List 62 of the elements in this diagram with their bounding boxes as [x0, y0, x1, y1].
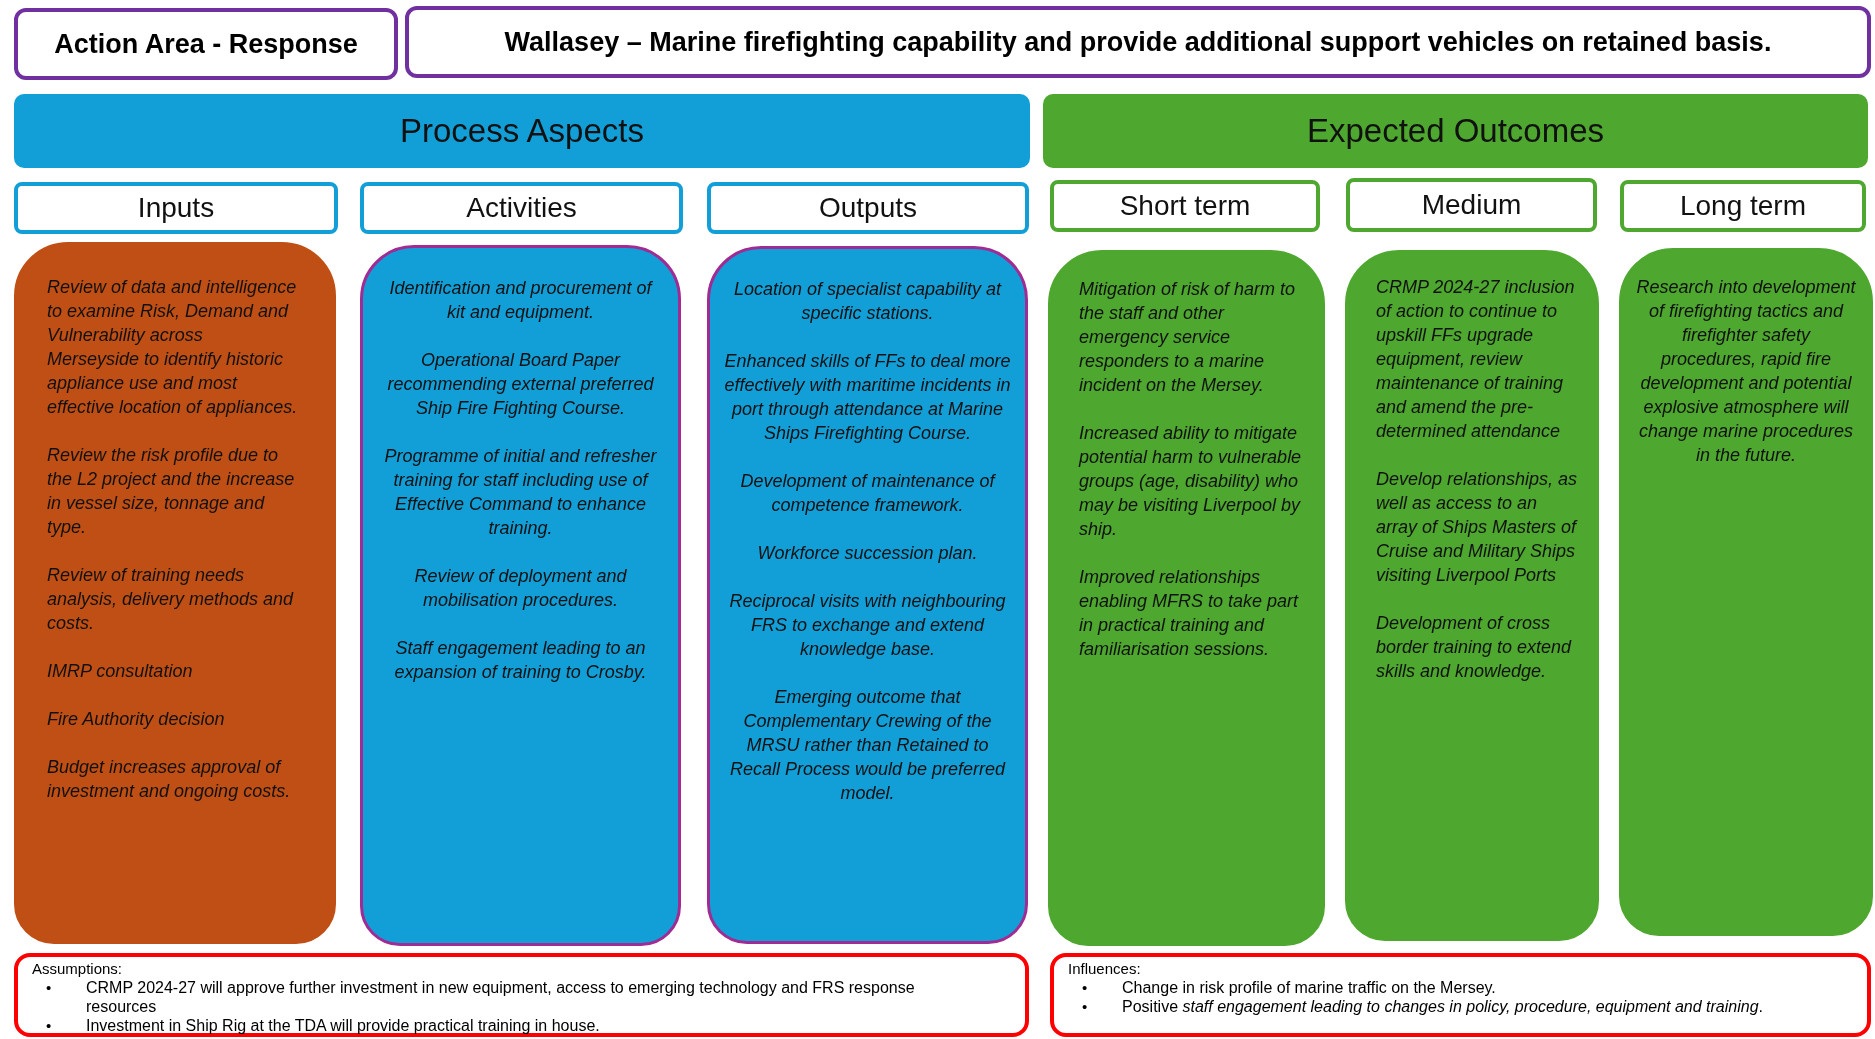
bullet-marker: •: [46, 978, 53, 997]
content-panel: [14, 242, 336, 944]
note-box: [14, 953, 1029, 1037]
title-text: Wallasey – Marine firefighting capability and provide additional support vehicles on retained basis.: [504, 26, 1772, 58]
content-panel: [1345, 250, 1599, 941]
note-box: [1050, 953, 1871, 1037]
panel-text: Emerging outcome that Complementary Crewing of the MRSU rather than Retained to Recall Process would be preferred model.: [728, 686, 1007, 805]
column-header: [360, 182, 683, 234]
panel-text: Staff engagement leading to an expansion of training to Crosby.: [393, 637, 648, 684]
header-label: Inputs: [137, 192, 215, 224]
panel-text: Enhanced skills of FFs to deal more effectively with maritime incidents in port through attendance at Marine Ships Firefighting Course.: [724, 350, 1011, 445]
panel-text: Programme of initial and refresher training for staff including use of Effective Command to enhance training.: [383, 445, 658, 540]
bullet-marker: •: [46, 1016, 53, 1035]
panel-text: Development of cross border training to extend skills and knowledge.: [1376, 612, 1573, 683]
panel-text: Develop relationships, as well as access to an array of Ships Masters of Cruise and Military Ships visiting Liverpool Ports: [1376, 468, 1579, 587]
header-label: Short term: [1119, 190, 1251, 222]
panel-text: Increased ability to mitigate potential harm to vulnerable groups (age, disability) who may be visiting Liverpool by ship.: [1079, 422, 1303, 541]
panel-text: CRMP 2024-27 inclusion of action to continue to upskill FFs upgrade equipment, review maintenance of training and amend the pre-determined attendance: [1376, 276, 1576, 443]
content-panel: [360, 245, 681, 946]
bullet-item: Positive staff engagement leading to changes in policy, procedure, equipment and training.: [1122, 997, 1763, 1016]
bullet-marker: •: [1082, 997, 1089, 1016]
content-panel: [1619, 248, 1873, 936]
header-label: Medium: [1421, 189, 1522, 221]
column-header: [14, 182, 338, 234]
bullet-item: CRMP 2024-27 will approve further investment in new equipment, access to emerging technology and FRS response resources: [86, 978, 916, 1016]
content-panel: [1048, 250, 1325, 946]
header-label: Outputs: [818, 192, 918, 224]
panel-text: Identification and procurement of kit and equipment.: [388, 277, 654, 324]
panel-text: Reciprocal visits with neighbouring FRS to exchange and extend knowledge base.: [728, 590, 1007, 661]
column-header: [707, 182, 1029, 234]
column-header: [1620, 180, 1866, 232]
panel-text: Mitigation of risk of harm to the staff and other emergency service responders to a marine incident on the Mersey.: [1079, 278, 1297, 397]
bullet-item: Change in risk profile of marine traffic on the Mersey.: [1122, 978, 1496, 997]
panel-text: Review the risk profile due to the L2 project and the increase in vessel size, tonnage and type.: [47, 444, 296, 539]
banner-label: Process Aspects: [400, 112, 644, 150]
section-banner: [14, 94, 1030, 168]
panel-text: Research into development of firefighting tactics and firefighter safety procedures, rapid fire development and potential explosive atmosphere will change marine procedures in the future.: [1635, 276, 1857, 467]
panel-text: Review of training needs analysis, delivery methods and costs.: [47, 564, 295, 635]
header-label: Long term: [1679, 190, 1807, 222]
panel-text: Review of deployment and mobilisation procedures.: [413, 565, 628, 612]
note-heading: Assumptions:: [32, 959, 124, 978]
panel-text: Workforce succession plan.: [756, 542, 979, 565]
panel-text: Operational Board Paper recommending external preferred Ship Fire Fighting Course.: [386, 349, 655, 420]
panel-text: Improved relationships enabling MFRS to take part in practical training and familiarisation sessions.: [1079, 566, 1300, 661]
content-panel: [707, 246, 1028, 944]
panel-text: Development of maintenance of competence framework.: [739, 470, 997, 517]
header-label: Activities: [466, 192, 577, 224]
banner-label: Expected Outcomes: [1306, 112, 1605, 150]
panel-text: IMRP consultation: [47, 660, 194, 683]
title-text: Action Area - Response: [54, 28, 358, 60]
panel-text: Review of data and intelligence to examine Risk, Demand and Vulnerability across Merseyside to identify historic appliance use and most effective location of appliances.: [47, 276, 299, 419]
panel-text: Budget increases approval of investment and ongoing costs.: [47, 756, 292, 803]
panel-text: Location of specialist capability at specific stations.: [732, 278, 1003, 325]
title-box: [405, 6, 1871, 78]
bullet-marker: •: [1082, 978, 1089, 997]
column-header: [1346, 178, 1597, 232]
note-heading: Influences:: [1068, 959, 1142, 978]
bullet-item: Investment in Ship Rig at the TDA will provide practical training in house.: [86, 1016, 600, 1035]
panel-text: Fire Authority decision: [47, 708, 226, 731]
column-header: [1050, 180, 1320, 232]
title-box: [14, 8, 398, 80]
section-banner: [1043, 94, 1868, 168]
